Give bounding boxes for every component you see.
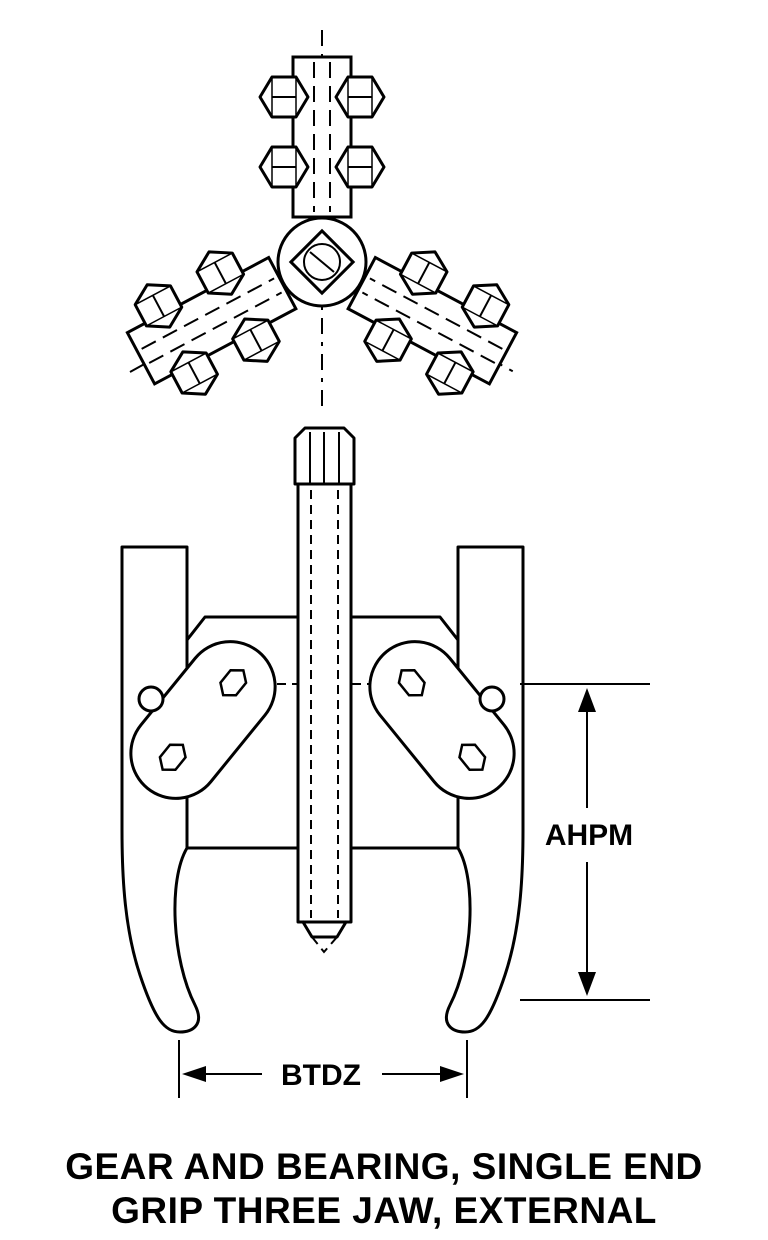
- width-dimension: [178, 1040, 468, 1098]
- width-dimension-label: BTDZ: [281, 1059, 361, 1092]
- top-view: [112, 30, 532, 413]
- height-dimension-label: AHPM: [545, 819, 633, 852]
- caption-line-1: GEAR AND BEARING, SINGLE END: [65, 1146, 703, 1187]
- caption-line-2: GRIP THREE JAW, EXTERNAL: [111, 1190, 657, 1231]
- side-view: AHPM BTDZ: [120, 426, 650, 1098]
- right-link-plate: [368, 640, 516, 800]
- height-dimension: [520, 683, 650, 1001]
- forcing-screw: [293, 426, 356, 954]
- left-link-plate: [129, 640, 277, 800]
